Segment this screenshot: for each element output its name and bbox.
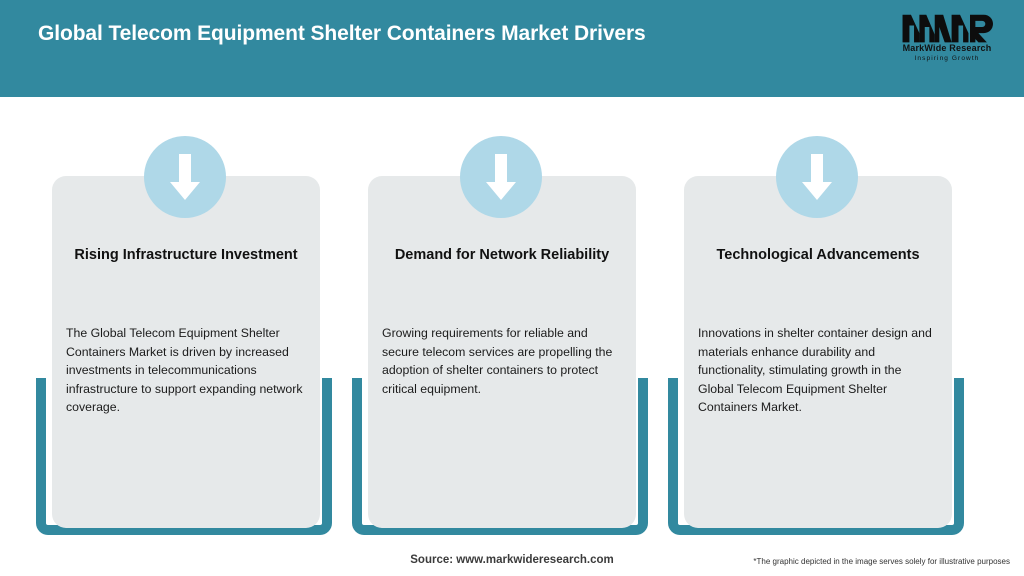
driver-card[interactable]: Demand for Network Reliability Growing r… bbox=[346, 97, 656, 537]
arrow-down-badge bbox=[776, 136, 858, 218]
card-accent-frame bbox=[36, 378, 332, 535]
source-label: Source: www.markwideresearch.com bbox=[410, 554, 614, 566]
card-accent-frame bbox=[352, 378, 648, 535]
card-panel: Demand for Network Reliability Growing r… bbox=[368, 176, 636, 528]
card-panel: Technological Advancements Innovations i… bbox=[684, 176, 952, 528]
arrow-down-icon bbox=[802, 154, 832, 200]
card-accent-frame bbox=[668, 378, 964, 535]
mwr-logo-icon bbox=[902, 14, 993, 43]
logo-company-name: MarkWide Research bbox=[902, 43, 992, 53]
disclaimer-note: *The graphic depicted in the image serve… bbox=[753, 557, 1010, 566]
arrow-down-badge bbox=[460, 136, 542, 218]
header-band: Global Telecom Equipment Shelter Contain… bbox=[0, 0, 1024, 97]
card-title: Demand for Network Reliability bbox=[394, 247, 610, 263]
card-body-text: The Global Telecom Equipment Shelter Con… bbox=[66, 326, 303, 414]
arrow-down-icon bbox=[486, 154, 516, 200]
card-title: Rising Infrastructure Investment bbox=[74, 247, 298, 263]
arrow-down-badge bbox=[144, 136, 226, 218]
card-body-text: Growing requirements for reliable and se… bbox=[382, 326, 613, 396]
page-title: Global Telecom Equipment Shelter Contain… bbox=[38, 22, 646, 45]
driver-card[interactable]: Technological Advancements Innovations i… bbox=[662, 97, 972, 537]
arrow-down-icon bbox=[170, 154, 200, 200]
card-body-text: Innovations in shelter container design … bbox=[698, 326, 932, 414]
card-panel: Rising Infrastructure Investment The Glo… bbox=[52, 176, 320, 528]
brand-logo: MarkWide Research Inspiring Growth bbox=[892, 10, 1002, 68]
driver-card[interactable]: Rising Infrastructure Investment The Glo… bbox=[30, 97, 340, 537]
logo-tagline: Inspiring Growth bbox=[914, 55, 980, 62]
drivers-card-row: Rising Infrastructure Investment The Glo… bbox=[0, 97, 1024, 537]
card-title: Technological Advancements bbox=[716, 247, 920, 263]
